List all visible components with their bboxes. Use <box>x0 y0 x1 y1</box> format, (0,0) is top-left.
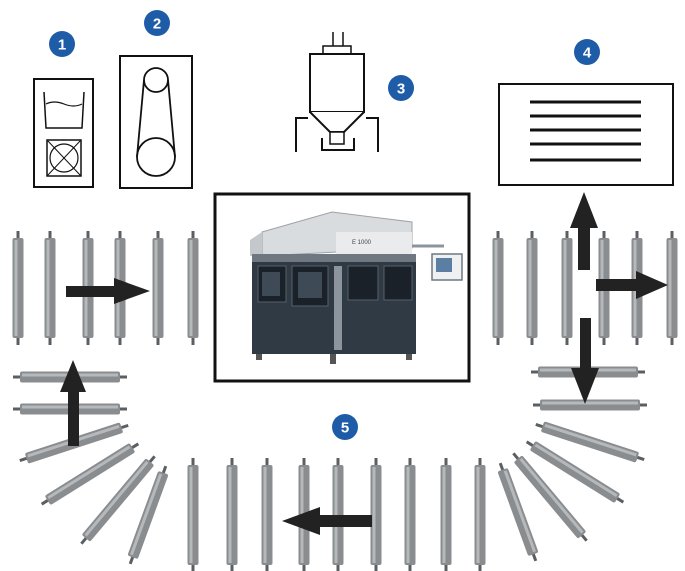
flow-arrows <box>60 192 668 535</box>
roller-bottom-row-1 <box>187 458 199 571</box>
step-badges: 1 2 3 4 5 <box>49 10 600 440</box>
arrow-right-right-row <box>596 271 668 299</box>
badge-step-5: 5 <box>332 414 358 440</box>
arrow-right-left-row <box>66 278 150 304</box>
badge-step-5-number: 5 <box>341 420 349 437</box>
badge-step-2: 2 <box>144 10 170 36</box>
badge-step-3: 3 <box>388 75 414 101</box>
roller-left-curve-5 <box>80 455 156 545</box>
roller-bottom-row-5 <box>332 458 344 571</box>
badge-step-4: 4 <box>574 39 600 65</box>
roller-right-curve-2 <box>533 399 647 411</box>
roller-right-row-3 <box>561 231 573 345</box>
arrow-up-to-output <box>570 192 598 270</box>
station-3-hopper-icon <box>295 32 379 152</box>
roller-bottom-row-2 <box>226 458 238 571</box>
roller-right-curve-6 <box>498 462 538 562</box>
station-2-belt-drive-icon <box>119 55 193 189</box>
roller-bottom-row-9 <box>474 458 486 571</box>
roller-bottom-row-3 <box>261 458 273 571</box>
roller-right-curve-5 <box>512 452 588 542</box>
badge-step-1-number: 1 <box>58 37 66 54</box>
badge-step-4-number: 4 <box>583 45 592 62</box>
roller-right-row-2 <box>526 231 538 345</box>
station-1-mixing-icon <box>33 78 94 188</box>
roller-right-row-1 <box>492 231 504 345</box>
arrow-down-right-curve <box>571 318 599 404</box>
arrow-up-left-curve <box>60 360 86 446</box>
roller-conveyor <box>12 231 678 571</box>
processing-machine-photo: E 1000 <box>213 192 471 383</box>
roller-left-row-1 <box>12 231 24 345</box>
roller-left-curve-6 <box>128 465 168 565</box>
roller-left-row-2 <box>44 231 56 345</box>
roller-left-row-5 <box>152 231 164 345</box>
station-4-output-stack-icon <box>498 83 674 186</box>
roller-bottom-row-6 <box>370 458 382 571</box>
machine-model-label: E 1000 <box>352 240 372 246</box>
roller-right-curve-4 <box>525 440 625 504</box>
roller-right-row-6 <box>666 231 678 345</box>
roller-left-curve-4 <box>40 442 140 506</box>
roller-right-curve-3 <box>535 421 645 463</box>
badge-step-2-number: 2 <box>153 16 161 33</box>
roller-bottom-row-7 <box>404 458 416 571</box>
badge-step-1: 1 <box>49 31 75 57</box>
badge-step-3-number: 3 <box>397 81 405 98</box>
roller-left-row-6 <box>187 231 199 345</box>
arrow-left-bottom-row <box>282 507 372 535</box>
roller-bottom-row-8 <box>440 458 452 571</box>
